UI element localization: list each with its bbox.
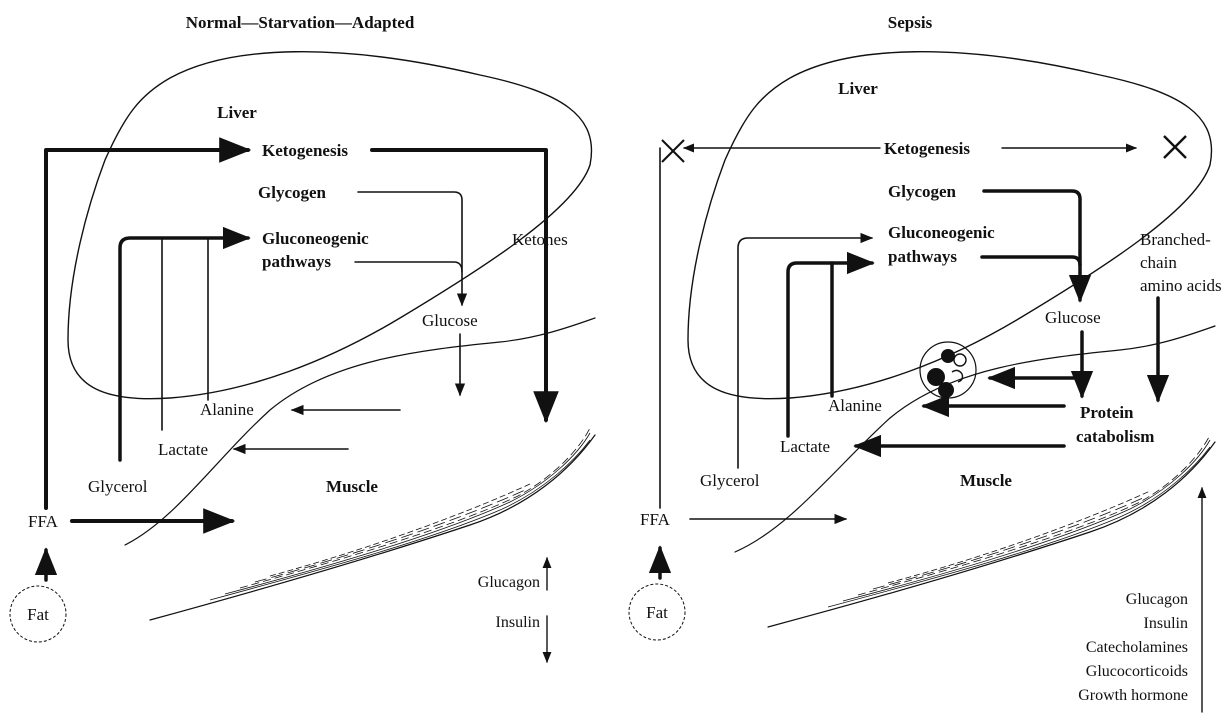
ketogenesis-label: Ketogenesis — [884, 139, 970, 158]
ketones-label: Ketones — [512, 230, 568, 249]
glucose-label: Glucose — [1045, 308, 1101, 327]
liver-label: Liver — [217, 103, 257, 122]
muscle-fibers — [828, 435, 1210, 607]
ketones-arrow — [372, 150, 546, 420]
glycogen-to-glucose-arrow — [984, 191, 1080, 300]
muscle-label: Muscle — [326, 477, 378, 496]
glucose-to-cells-arrow — [990, 332, 1082, 378]
hormone-glucagon: Glucagon — [1126, 591, 1188, 608]
gluconeogenic-label-1: Gluconeogenic — [262, 229, 369, 248]
catabolism-label: catabolism — [1076, 427, 1154, 446]
glucagon-label: Glucagon — [478, 574, 540, 591]
insulin-label: Insulin — [496, 614, 540, 631]
left-panel: Normal—Starvation—Adapted Liver Muscle F… — [10, 13, 595, 662]
glycerol-label: Glycerol — [700, 471, 760, 490]
muscle-label: Muscle — [960, 471, 1012, 490]
hormone-catecholamines: Catecholamines — [1086, 639, 1188, 656]
liver-outline — [68, 52, 592, 399]
glycerol-to-gng-arrow — [120, 238, 248, 460]
block-x-right-icon — [1164, 136, 1186, 158]
muscle-boundary — [125, 318, 595, 545]
fat-label: Fat — [646, 603, 668, 622]
fat-label: Fat — [27, 605, 49, 624]
glucose-label: Glucose — [422, 311, 478, 330]
bcaa-label-3: amino acids — [1140, 276, 1221, 295]
hormone-insulin: Insulin — [1144, 615, 1188, 632]
protein-label: Protein — [1080, 403, 1134, 422]
gluconeogenic-label-2: pathways — [262, 252, 331, 271]
gluconeogenic-label-1: Gluconeogenic — [888, 223, 995, 242]
glycerol-to-gng-arrow — [738, 238, 872, 468]
lactate-label: Lactate — [780, 437, 830, 456]
ffa-label: FFA — [640, 510, 671, 529]
gluconeogenic-to-glucose-line — [982, 257, 1080, 265]
left-panel-title: Normal—Starvation—Adapted — [186, 13, 415, 32]
alanine-label: Alanine — [828, 396, 882, 415]
glycerol-label: Glycerol — [88, 477, 148, 496]
glycogen-label: Glycogen — [258, 183, 327, 202]
bcaa-label-2: chain — [1140, 253, 1177, 272]
gluconeogenic-to-glucose-line — [355, 262, 462, 272]
lactate-label: Lactate — [158, 440, 208, 459]
liver-label: Liver — [838, 79, 878, 98]
hormone-glucocorticoids: Glucocorticoids — [1086, 663, 1188, 680]
right-panel: Sepsis Liver Muscle Fat FFA Ketogenesis — [629, 13, 1221, 712]
ketogenesis-label: Ketogenesis — [262, 141, 348, 160]
muscle-lower-boundary — [150, 435, 595, 620]
hormone-growth-hormone: Growth hormone — [1078, 687, 1188, 704]
block-x-left-icon — [662, 140, 684, 162]
glycogen-label: Glycogen — [888, 182, 957, 201]
bcaa-label-1: Branched- — [1140, 230, 1211, 249]
alanine-label: Alanine — [200, 400, 254, 419]
immune-cells-icon — [920, 342, 976, 398]
gluconeogenic-label-2: pathways — [888, 247, 957, 266]
ffa-to-ketogenesis-arrow — [46, 150, 248, 508]
ffa-label: FFA — [28, 512, 59, 531]
glycogen-to-glucose-arrow — [358, 192, 462, 305]
right-panel-title: Sepsis — [888, 13, 933, 32]
